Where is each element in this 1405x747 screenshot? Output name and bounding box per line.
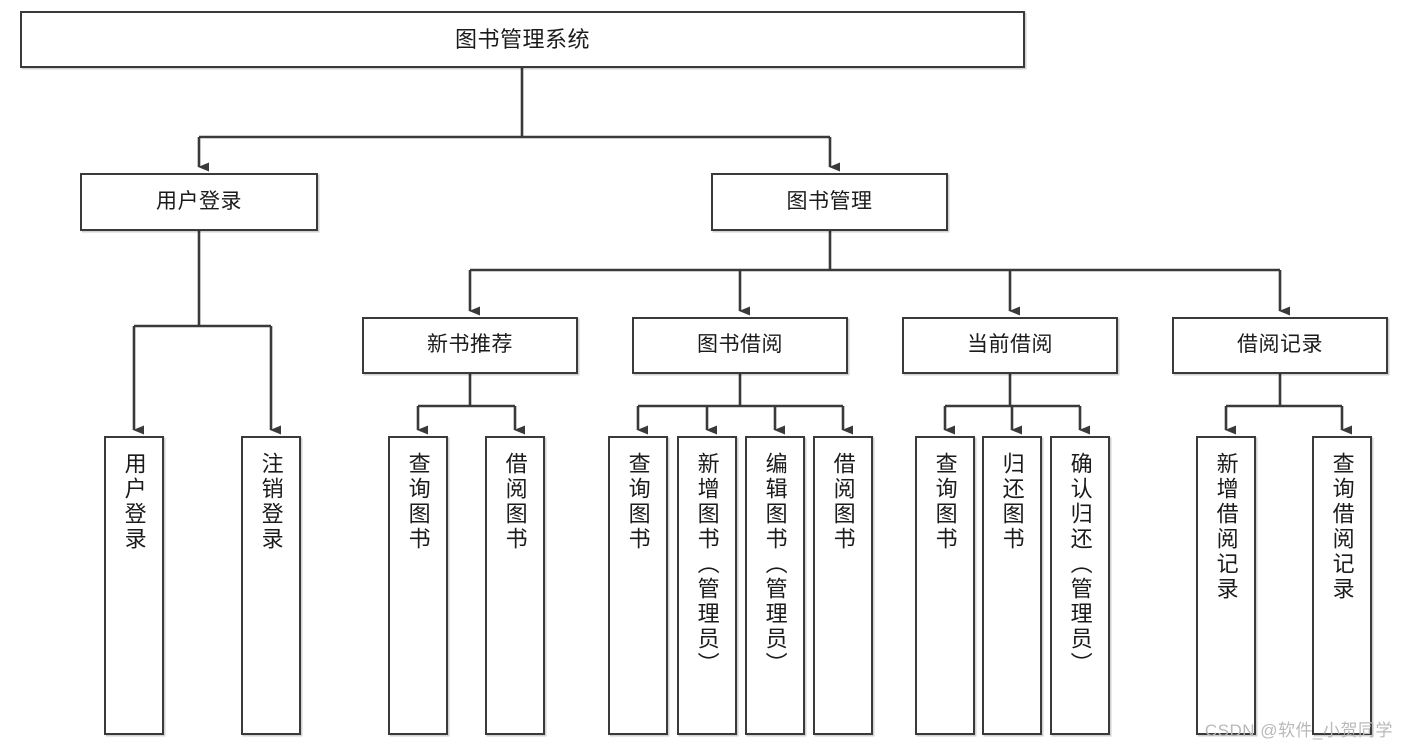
node-leaf-return-book-label: 归还图书 <box>999 452 1025 552</box>
node-book-borrow[interactable]: 图书借阅 <box>632 317 848 374</box>
node-leaf-query-book-1-label: 查询图书 <box>405 452 431 552</box>
node-leaf-return-book[interactable]: 归还图书 <box>982 436 1042 735</box>
node-leaf-edit-book[interactable]: 编辑图书（管理员） <box>745 436 805 735</box>
node-leaf-borrow-book-2-label: 借阅图书 <box>830 452 856 552</box>
node-user-login-label: 用户登录 <box>156 189 242 213</box>
node-book-management[interactable]: 图书管理 <box>711 173 948 231</box>
node-new-book-recommend-label: 新书推荐 <box>427 333 513 357</box>
node-borrow-record[interactable]: 借阅记录 <box>1172 317 1388 374</box>
node-leaf-query-book-1[interactable]: 查询图书 <box>388 436 448 735</box>
node-root[interactable]: 图书管理系统 <box>20 11 1025 68</box>
node-leaf-user-login[interactable]: 用户登录 <box>104 436 164 735</box>
node-new-book-recommend[interactable]: 新书推荐 <box>362 317 578 374</box>
node-current-borrow[interactable]: 当前借阅 <box>902 317 1118 374</box>
node-leaf-user-login-label: 用户登录 <box>121 452 147 552</box>
node-leaf-add-borrow-record[interactable]: 新增借阅记录 <box>1196 436 1256 735</box>
node-leaf-confirm-return[interactable]: 确认归还（管理员） <box>1050 436 1110 735</box>
node-leaf-query-borrow-record[interactable]: 查询借阅记录 <box>1312 436 1372 735</box>
node-leaf-logout[interactable]: 注销登录 <box>241 436 301 735</box>
node-leaf-add-book[interactable]: 新增图书（管理员） <box>677 436 737 735</box>
node-leaf-confirm-return-label: 确认归还（管理员） <box>1067 452 1093 677</box>
node-leaf-query-borrow-record-label: 查询借阅记录 <box>1329 452 1355 602</box>
node-leaf-edit-book-label: 编辑图书（管理员） <box>762 452 788 677</box>
node-leaf-query-book-3-label: 查询图书 <box>932 452 958 552</box>
node-leaf-query-book-3[interactable]: 查询图书 <box>915 436 975 735</box>
node-leaf-logout-label: 注销登录 <box>258 452 284 552</box>
node-leaf-borrow-book-1[interactable]: 借阅图书 <box>485 436 545 735</box>
node-leaf-borrow-book-2[interactable]: 借阅图书 <box>813 436 873 735</box>
node-book-borrow-label: 图书借阅 <box>697 333 783 357</box>
node-leaf-add-book-label: 新增图书（管理员） <box>694 452 720 677</box>
node-leaf-borrow-book-1-label: 借阅图书 <box>502 452 528 552</box>
node-leaf-add-borrow-record-label: 新增借阅记录 <box>1213 452 1239 602</box>
node-user-login[interactable]: 用户登录 <box>80 173 318 231</box>
node-leaf-query-book-2-label: 查询图书 <box>625 452 651 552</box>
node-current-borrow-label: 当前借阅 <box>967 333 1053 357</box>
node-book-management-label: 图书管理 <box>786 189 873 213</box>
node-leaf-query-book-2[interactable]: 查询图书 <box>608 436 668 735</box>
csdn-watermark: CSDN @软件_小贺同学 <box>1204 721 1393 740</box>
node-root-label: 图书管理系统 <box>454 26 590 52</box>
node-borrow-record-label: 借阅记录 <box>1237 333 1323 357</box>
